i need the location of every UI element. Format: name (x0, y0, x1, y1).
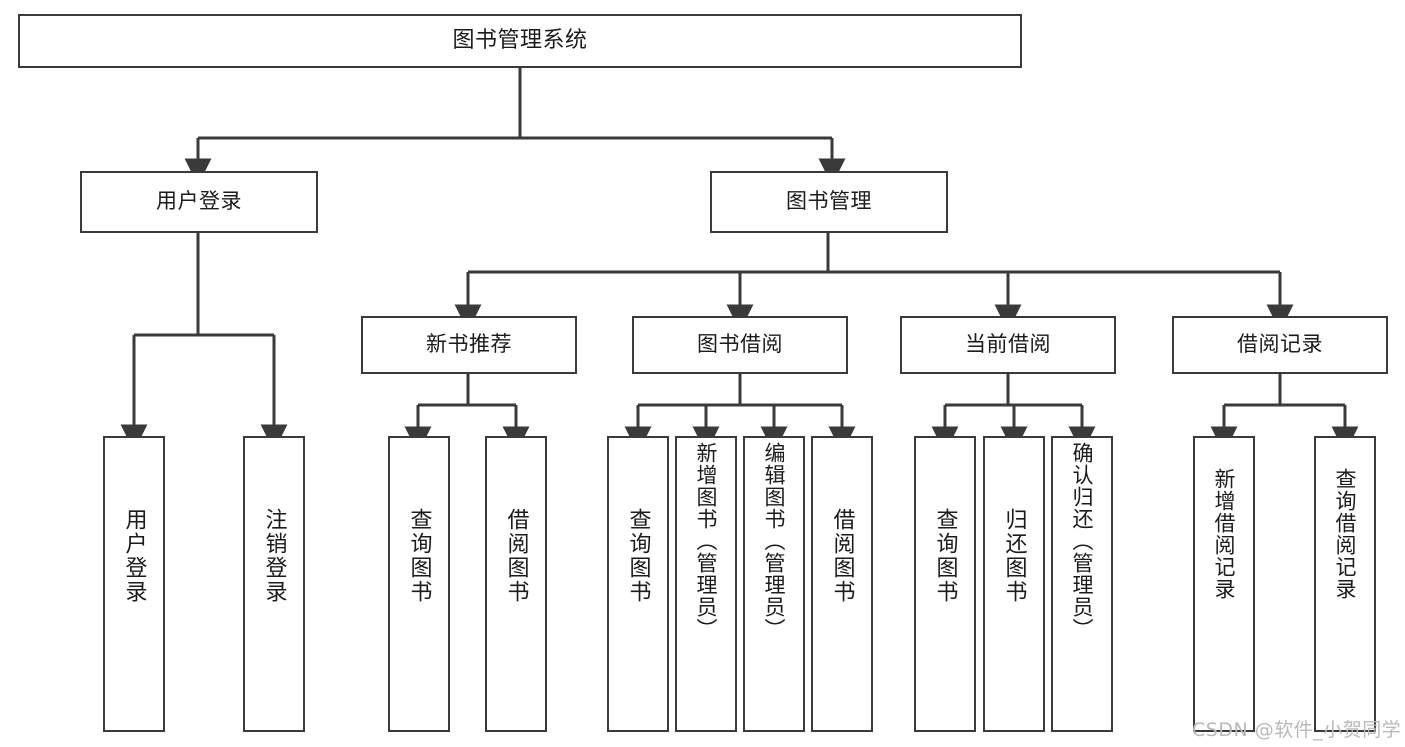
node-current-borrow-label: 当前借阅 (965, 332, 1051, 357)
node-current-borrow[interactable]: 当前借阅 (900, 316, 1116, 374)
node-book-management[interactable]: 图书管理 (710, 171, 948, 233)
node-leaf-edit-book-label: 编辑图书（管理员） (762, 442, 787, 640)
node-leaf-add-borrow-record[interactable]: 新增借阅记录 (1193, 436, 1255, 732)
node-new-book-recommend[interactable]: 新书推荐 (361, 316, 577, 374)
node-leaf-return-book-label: 归还图书 (1001, 508, 1027, 604)
node-new-book-recommend-label: 新书推荐 (426, 332, 512, 357)
node-leaf-return-book[interactable]: 归还图书 (983, 436, 1045, 732)
node-book-management-label: 图书管理 (786, 189, 872, 214)
node-leaf-add-book[interactable]: 新增图书（管理员） (675, 436, 737, 732)
node-leaf-query-book-2[interactable]: 查询图书 (607, 436, 669, 732)
node-leaf-query-book-3[interactable]: 查询图书 (914, 436, 976, 732)
node-leaf-query-book-2-label: 查询图书 (625, 508, 651, 604)
node-user-login[interactable]: 用户登录 (80, 171, 318, 233)
node-leaf-confirm-return-label: 确认归还（管理员） (1070, 442, 1095, 640)
node-leaf-edit-book[interactable]: 编辑图书（管理员） (743, 436, 805, 732)
node-leaf-query-borrow-record-label: 查询借阅记录 (1333, 468, 1358, 600)
node-leaf-query-book-1-label: 查询图书 (406, 508, 432, 604)
node-leaf-user-login-label: 用户登录 (121, 508, 147, 604)
node-root-label: 图书管理系统 (452, 27, 588, 53)
node-leaf-add-borrow-record-label: 新增借阅记录 (1212, 468, 1237, 600)
csdn-watermark: CSDN @软件_小贺同学 (1192, 719, 1402, 741)
node-leaf-borrow-book-1[interactable]: 借阅图书 (485, 436, 547, 732)
node-root[interactable]: 图书管理系统 (18, 14, 1022, 68)
node-book-borrow-label: 图书借阅 (697, 332, 783, 357)
node-leaf-confirm-return[interactable]: 确认归还（管理员） (1051, 436, 1113, 732)
node-leaf-borrow-book-2-label: 借阅图书 (829, 508, 855, 604)
node-user-login-label: 用户登录 (156, 189, 242, 214)
node-leaf-query-book-1[interactable]: 查询图书 (388, 436, 450, 732)
node-borrow-record[interactable]: 借阅记录 (1172, 316, 1388, 374)
node-borrow-record-label: 借阅记录 (1237, 332, 1323, 357)
node-leaf-query-book-3-label: 查询图书 (932, 508, 958, 604)
node-leaf-add-book-label: 新增图书（管理员） (694, 442, 719, 640)
node-leaf-logout-login-label: 注销登录 (261, 508, 287, 604)
node-leaf-borrow-book-2[interactable]: 借阅图书 (811, 436, 873, 732)
node-leaf-query-borrow-record[interactable]: 查询借阅记录 (1314, 436, 1376, 732)
node-leaf-user-login[interactable]: 用户登录 (103, 436, 165, 732)
node-leaf-borrow-book-1-label: 借阅图书 (503, 508, 529, 604)
node-leaf-logout-login[interactable]: 注销登录 (243, 436, 305, 732)
node-book-borrow[interactable]: 图书借阅 (632, 316, 848, 374)
